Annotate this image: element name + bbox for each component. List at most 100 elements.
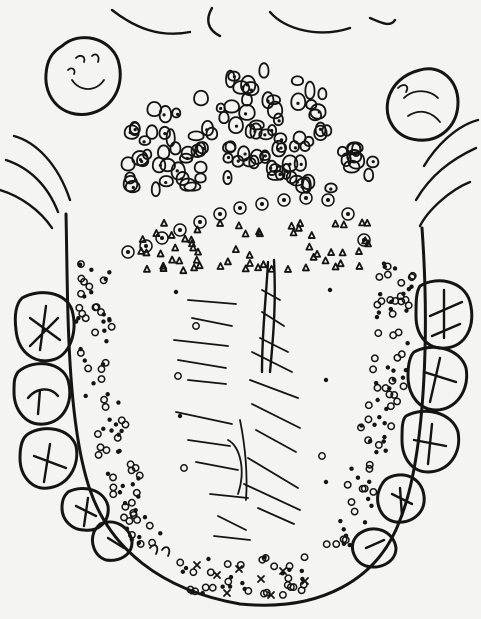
papilla-dot (269, 167, 272, 170)
papilla-dot (142, 140, 145, 143)
surface-papilla (107, 270, 111, 274)
surface-papilla (240, 581, 244, 585)
surface-papilla (370, 489, 376, 495)
surface-papilla (285, 266, 291, 272)
surface-papilla (193, 323, 199, 329)
surface-papilla (374, 301, 380, 307)
surface-papilla (332, 221, 338, 227)
surface-papilla (104, 277, 108, 281)
surface-papilla (303, 264, 309, 270)
surface-papilla (110, 484, 116, 490)
surface-papilla (225, 561, 231, 567)
surface-papilla (143, 515, 147, 519)
surface-papilla (147, 522, 153, 528)
surface-papilla (377, 415, 381, 419)
surface-papilla (245, 588, 251, 594)
papilla (158, 145, 169, 158)
surface-papilla (247, 260, 253, 266)
papilla-dot (372, 160, 375, 163)
surface-papilla (107, 417, 111, 421)
vallate-papilla-center (198, 220, 202, 224)
surface-papilla (229, 575, 233, 579)
papilla (292, 76, 303, 85)
papilla (189, 131, 204, 140)
papilla-dot (237, 160, 240, 163)
surface-papilla (324, 480, 328, 484)
surface-papilla (367, 480, 371, 484)
right-teeth (353, 281, 472, 567)
surface-papilla (107, 318, 111, 322)
surface-papilla (298, 587, 304, 593)
papilla (194, 91, 208, 106)
surface-papilla (271, 563, 277, 569)
vallate-papilla-center (238, 206, 242, 210)
surface-papilla (287, 568, 291, 572)
surface-papilla (110, 491, 116, 497)
papilla (172, 108, 180, 117)
surface-papilla (356, 248, 362, 254)
surface-papilla (119, 417, 125, 423)
root-papillae (122, 63, 379, 258)
surface-papilla (95, 431, 101, 437)
papilla-dot (176, 169, 179, 172)
papilla-dot (139, 158, 142, 161)
surface-papilla (116, 400, 120, 404)
surface-papilla (382, 435, 386, 439)
vallate-papilla-center (282, 198, 286, 202)
surface-papilla (338, 260, 344, 266)
surface-papilla (78, 347, 82, 351)
right-tonsil (387, 69, 458, 140)
surface-papilla (175, 373, 181, 379)
surface-papilla (79, 310, 85, 316)
papilla-dot (186, 157, 189, 160)
surface-papilla (301, 554, 307, 560)
tip-markings (150, 545, 308, 598)
surface-papilla (363, 520, 367, 524)
left-teeth (14, 293, 132, 561)
surface-papilla (210, 585, 216, 591)
surface-papilla (400, 383, 406, 389)
surface-papilla (83, 358, 87, 362)
surface-papilla (200, 591, 204, 595)
surface-papilla (341, 221, 347, 227)
surface-papilla (105, 392, 109, 396)
surface-papilla (76, 316, 80, 320)
surface-papilla (194, 257, 200, 263)
surface-papilla (137, 541, 141, 545)
surface-papilla (101, 396, 107, 402)
surface-papilla (106, 472, 110, 476)
surface-papilla (184, 566, 188, 570)
papilla (219, 112, 228, 123)
papilla-dot (227, 156, 230, 159)
surface-papilla (401, 375, 405, 379)
surface-papilla (375, 330, 381, 336)
surface-papilla (394, 398, 400, 404)
surface-papilla (382, 439, 386, 443)
papilla-dot (278, 119, 281, 122)
surface-papilla (356, 476, 360, 480)
surface-papilla (182, 236, 188, 242)
vallate-papilla-center (160, 236, 164, 240)
surface-papilla (181, 465, 187, 471)
surface-papilla (176, 258, 182, 264)
surface-dots (74, 219, 416, 598)
surface-papilla (392, 377, 396, 381)
surface-papilla (103, 447, 109, 453)
surface-papilla (366, 402, 372, 408)
surface-papilla (345, 482, 351, 488)
surface-papilla (280, 592, 286, 598)
median-fissures (174, 260, 300, 540)
surface-papilla (174, 290, 178, 294)
surface-papilla (356, 263, 362, 269)
surface-papilla (101, 319, 105, 323)
surface-papilla (153, 230, 159, 236)
surface-papilla (260, 261, 266, 267)
surface-papilla (191, 264, 197, 270)
surface-papilla (382, 421, 386, 425)
surface-papilla (348, 499, 354, 505)
papilla (239, 105, 255, 120)
papilla-dot (278, 173, 281, 176)
papilla-dot (296, 102, 299, 105)
surface-papilla (398, 280, 404, 286)
papilla (147, 125, 158, 139)
